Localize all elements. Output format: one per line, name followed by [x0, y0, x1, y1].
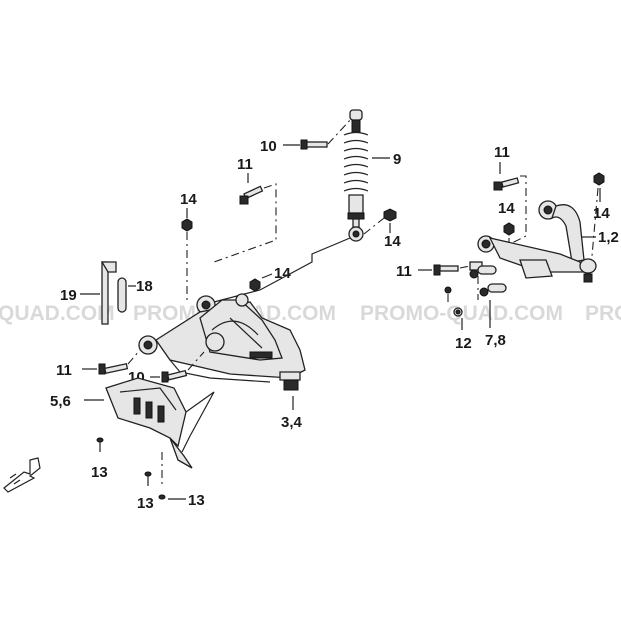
- nut-14-b: [181, 218, 193, 232]
- nut-14-shock: [383, 208, 397, 222]
- label-bolt-11-b: 11: [56, 362, 72, 379]
- label-nut-14-c: 14: [274, 265, 291, 282]
- label-bolt-11-c: 11: [494, 144, 510, 161]
- front-arrow-icon: [3, 457, 41, 493]
- part-18: [117, 277, 127, 313]
- label-nut-14-e: 14: [498, 200, 515, 217]
- label-lower-arm: 3,4: [281, 414, 303, 431]
- nut-14-d: [593, 172, 605, 186]
- label-part-19: 19: [60, 287, 77, 304]
- shock-absorber: [343, 109, 369, 242]
- lower-arm: [138, 293, 306, 391]
- nut-14-c: [249, 278, 261, 292]
- label-screw-13-b: 13: [137, 495, 154, 512]
- watermark-left: QUAD.COM: [0, 302, 115, 325]
- screw-13-c: [158, 494, 166, 500]
- watermark-edge: PRO: [585, 302, 621, 325]
- label-washer: 12: [455, 335, 472, 352]
- upper-arm: [469, 200, 597, 283]
- label-screw-13-c: 13: [188, 492, 205, 509]
- label-bushing: 7,8: [485, 332, 506, 349]
- label-bolt-11-d: 11: [396, 263, 412, 280]
- label-guard: 5,6: [50, 393, 71, 410]
- bolt-shock-top: [300, 139, 328, 150]
- label-part-18: 18: [136, 278, 153, 295]
- label-nut-14-b: 14: [180, 191, 197, 208]
- label-nut-14-d: 14: [593, 205, 610, 222]
- bolt-11-a: [239, 185, 264, 205]
- bushing-b: [479, 283, 507, 297]
- label-shock-absorber: 9: [393, 151, 401, 168]
- label-nut-14-shock: 14: [384, 233, 401, 250]
- part-19: [100, 261, 117, 325]
- bolt-10-lower: [161, 369, 188, 383]
- label-bolt-11-a: 11: [237, 156, 253, 173]
- bushing-a: [469, 265, 497, 279]
- bolt-11-b: [98, 362, 129, 375]
- skid-guard: [105, 377, 193, 469]
- screw-13-a: [96, 437, 104, 452]
- label-upper-arm: 1,2: [598, 229, 619, 246]
- label-screw-13-a: 13: [91, 464, 108, 481]
- nut-14-e: [503, 222, 515, 236]
- bolt-11-d: [433, 264, 459, 276]
- bolt-11-c: [493, 177, 520, 191]
- washer-12: [444, 286, 463, 317]
- screw-13-b: [144, 471, 152, 486]
- label-bolt-shock-top: 10: [260, 138, 277, 155]
